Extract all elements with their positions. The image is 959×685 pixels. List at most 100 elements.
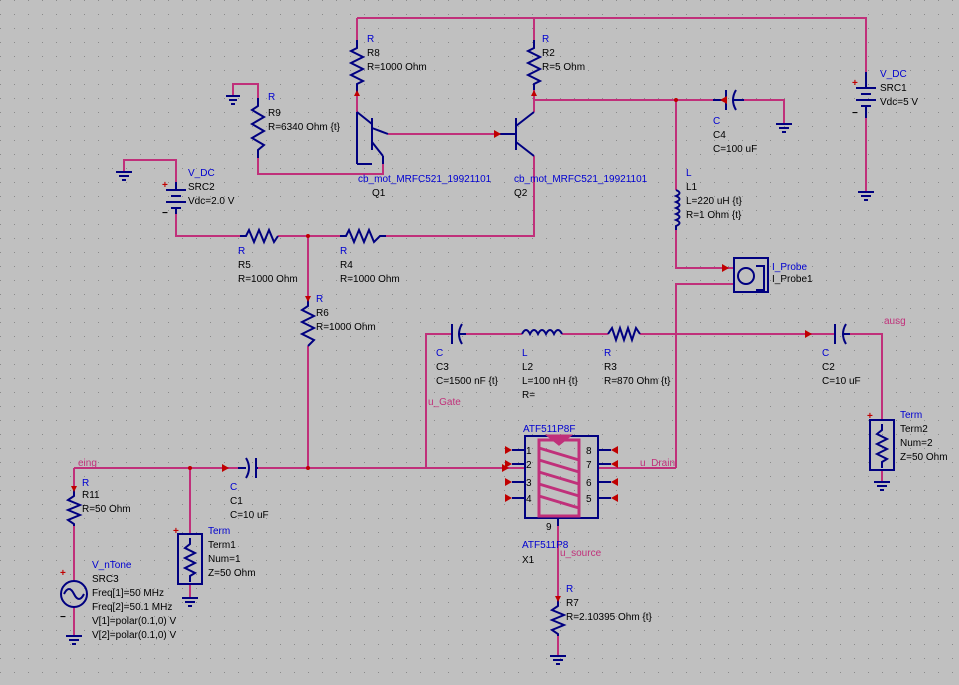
ground-icon (550, 655, 566, 665)
c3-symbol (451, 323, 466, 345)
src3-name: SRC3 (92, 574, 119, 585)
c4-value: C=100 uF (713, 144, 757, 155)
r6-type: R (316, 294, 323, 305)
l1-value2: R=1 Ohm {t} (686, 210, 742, 221)
src3-line-1: Freq[1]=50 MHz (92, 588, 164, 599)
x1-pin-9: 9 (546, 522, 552, 533)
component-symbols (60, 40, 895, 636)
svg-text:+: + (867, 411, 873, 422)
r7-name: R7 (566, 598, 579, 609)
c3-type: C (436, 348, 443, 359)
ground-icon (874, 481, 890, 491)
x1-name: X1 (522, 555, 535, 566)
polarity-marks: + − + − + − + + (60, 78, 873, 623)
src1-value: Vdc=5 V (880, 97, 918, 108)
r7-value: R=2.10395 Ohm {t} (566, 612, 653, 623)
x1-pin-5: 5 (586, 494, 592, 505)
ground-icon (776, 123, 792, 133)
r4-type: R (340, 246, 347, 257)
q1-model: cb_mot_MRFC521_19921101 (358, 174, 492, 185)
src3-symbol (60, 580, 88, 608)
term2-type: Term (900, 410, 922, 421)
c2-name: C2 (822, 362, 835, 373)
r8-symbol (348, 40, 366, 92)
iprobe-symbol (733, 257, 769, 293)
r6-value: R=1000 Ohm (316, 322, 376, 333)
svg-text:+: + (173, 526, 179, 537)
r6-symbol (299, 300, 317, 347)
c3-name: C3 (436, 362, 449, 373)
r2-type: R (542, 34, 549, 45)
r4-value: R=1000 Ohm (340, 274, 400, 285)
l1-type: L (686, 168, 692, 179)
q2-symbol (500, 111, 535, 157)
q2-model: cb_mot_MRFC521_19921101 (514, 174, 648, 185)
ground-icon (66, 635, 82, 645)
x1-pin-3: 3 (526, 478, 532, 489)
x1-pin-8: 8 (586, 446, 592, 457)
pin-markers (71, 90, 812, 602)
src2-name: SRC2 (188, 182, 215, 193)
src3-type: V_nTone (92, 560, 132, 571)
src2-symbol (166, 182, 186, 214)
r9-type: R (268, 92, 275, 103)
r9-symbol (250, 98, 266, 158)
r5-name: R5 (238, 260, 251, 271)
q2-name: Q2 (514, 188, 528, 199)
net-label-u-source: u_source (560, 548, 602, 559)
term1-name: Term1 (208, 540, 236, 551)
r5-type: R (238, 246, 245, 257)
r8-name: R8 (367, 48, 380, 59)
r5-symbol (240, 227, 279, 245)
c2-type: C (822, 348, 829, 359)
iprobe-name: I_Probe1 (772, 274, 813, 285)
c4-name: C4 (713, 130, 726, 141)
src1-symbol (856, 72, 876, 118)
l2-symbol (521, 329, 563, 337)
c2-symbol (834, 323, 850, 345)
x1-coil (537, 434, 581, 518)
ground-icon (116, 171, 132, 181)
term1-symbol (177, 533, 203, 585)
net-label-ausg: ausg (884, 316, 906, 327)
c4-type: C (713, 116, 720, 127)
r9-name: R9 (268, 108, 281, 119)
l2-value2: R= (522, 390, 535, 401)
term1-num: Num=1 (208, 554, 241, 565)
l2-value: L=100 nH {t} (522, 376, 579, 387)
l2-name: L2 (522, 362, 534, 373)
r5-value: R=1000 Ohm (238, 274, 298, 285)
c2-value: C=10 uF (822, 376, 861, 387)
r11-value: R=50 Ohm (82, 504, 131, 515)
src2-type: V_DC (188, 168, 215, 179)
r8-value: R=1000 Ohm (367, 62, 427, 73)
src3-line-3: V[1]=polar(0.1,0) V (92, 616, 177, 627)
c1-type: C (230, 482, 237, 493)
src1-type: V_DC (880, 69, 907, 80)
x1-pin-1: 1 (526, 446, 532, 457)
ground-icon (182, 597, 198, 607)
r11-symbol (65, 490, 83, 526)
net-label-u-gate: u_Gate (428, 397, 461, 408)
q1-symbol (356, 111, 389, 165)
x1-sub: ATF511P8 (522, 540, 569, 551)
x1-pin-2: 2 (526, 460, 532, 471)
svg-text:+: + (162, 180, 168, 191)
c3-value: C=1500 nF {t} (436, 376, 499, 387)
x1-pin-7: 7 (586, 460, 592, 471)
wires (73, 17, 883, 656)
net-labels: ausg u_Gate u_Drain u_source eing (78, 316, 906, 559)
net-label-eing: eing (78, 458, 97, 469)
term2-num: Num=2 (900, 438, 933, 449)
labels: R R8 R=1000 Ohm R R2 R=5 Ohm R R9 R=6340… (82, 34, 948, 641)
c1-value: C=10 uF (230, 510, 269, 521)
l1-name: L1 (686, 182, 698, 193)
l1-symbol (673, 189, 681, 230)
c1-symbol (238, 457, 258, 479)
svg-text:−: − (60, 612, 66, 623)
term1-z: Z=50 Ohm (208, 568, 256, 579)
r4-symbol (340, 227, 386, 245)
